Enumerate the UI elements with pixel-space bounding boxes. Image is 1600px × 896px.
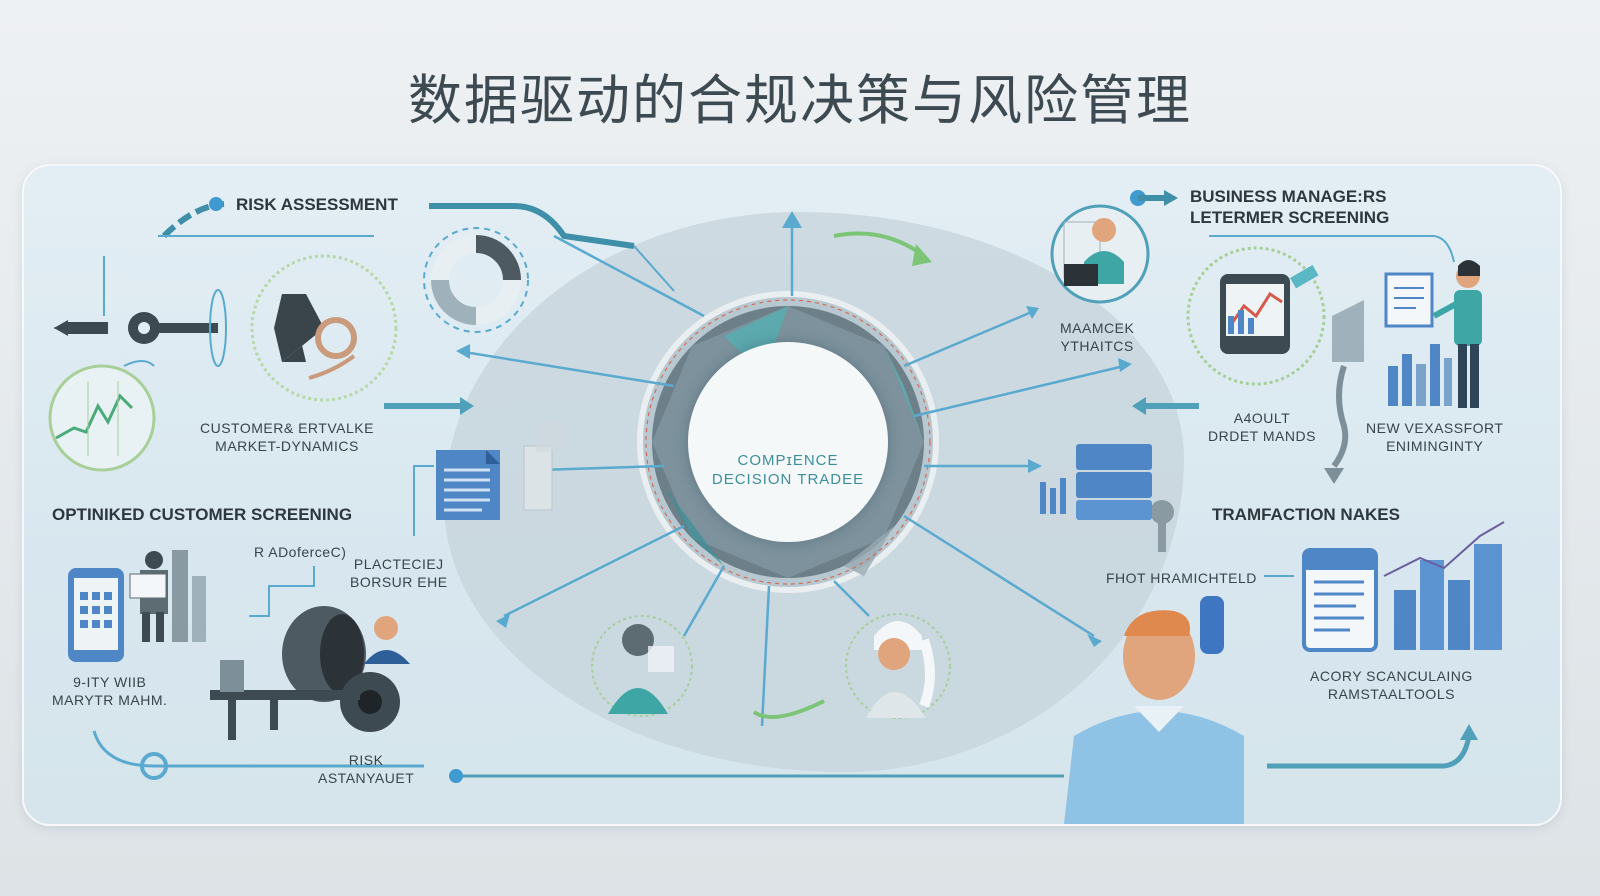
label-placteciej-line1: PLACTECIEJ [353, 556, 444, 572]
hub-spokes [463, 221, 1125, 727]
label-mobile-caption-line1: 9-ITY WIIB [73, 674, 147, 690]
hub-label-line1: COMPɪENCE [737, 452, 839, 469]
label-placteciej-line2: BORSUR EHE [350, 573, 448, 590]
airplane-icon [209, 254, 398, 402]
label-risk-bottom-line1: RISK [348, 752, 384, 768]
presenter-icon [1384, 260, 1482, 408]
label-acory-line1: ACORY SCANCULAING [1310, 668, 1473, 684]
person-laptop-icon [1050, 204, 1150, 304]
person-bust-icon [845, 613, 951, 719]
city-chart-icon [1302, 521, 1505, 652]
label-business-managers: BUSINESS MANAGE:RS LETERMER SCREENING [1190, 186, 1389, 229]
label-placteciej: PLACTECIEJ BORSUR EHE [350, 556, 448, 591]
label-r-adoferce: R ADoferceC) [254, 544, 347, 560]
label-business-managers-line2: LETERMER SCREENING [1190, 208, 1390, 228]
page-title: 数据驱动的合规决策与风险管理 [408, 69, 1192, 132]
machine-icon [210, 606, 410, 740]
label-maamcek: MAAMCEK YTHAITCS [1060, 320, 1134, 355]
label-new-vexassfort-line2: ENIMINGINTY [1386, 437, 1484, 454]
label-fhot: FHOT HRAMICHTELD [1106, 570, 1257, 586]
hub-label-line2: DECISION TRADEE [711, 470, 865, 488]
label-customer-market-line2: MARKET-DYNAMICS [215, 437, 359, 454]
label-mobile-caption: 9-ITY WIIB MARYTR MAHM. [52, 674, 167, 709]
label-risk-bottom-line2: ASTANYAUET [318, 769, 415, 786]
label-customer-market-line1: CUSTOMER& ERTVALKE [200, 420, 374, 436]
label-audit-line2: DRDET MANDS [1208, 427, 1316, 444]
person-avatar-icon [591, 615, 693, 717]
tablet-chart-icon [1186, 246, 1326, 386]
label-maamcek-line2: YTHAITCS [1060, 337, 1134, 354]
label-risk-bottom: RISK ASTANYAUET [318, 752, 414, 787]
ring-icon [308, 317, 357, 380]
donut-chart-icon [423, 227, 529, 333]
label-audit-line1: A4OULT [1233, 410, 1291, 426]
label-new-vexassfort: NEW VEXASSFORT ENIMINGINTY [1366, 420, 1503, 455]
label-audit: A4OULT DRDET MANDS [1208, 410, 1316, 445]
document-icon [436, 422, 566, 520]
label-acory: ACORY SCANCULAING RAMSTAALTOOLS [1310, 668, 1473, 703]
label-optimized-screening: OPTINIKED CUSTOMER SCREENING [52, 505, 353, 524]
diagram-panel: COMPɪENCE DECISION TRADEE RISK ASSESSMEN… [22, 164, 1562, 826]
server-stack-icon [1040, 444, 1152, 520]
bar-chart-icon [1388, 344, 1452, 406]
label-acory-line2: RAMSTAALTOOLS [1327, 685, 1455, 702]
label-transaction: TRAMFACTION NAKES [1212, 505, 1400, 524]
central-hub: COMPɪENCE DECISION TRADEE [688, 342, 888, 542]
hub-label: COMPɪENCE DECISION TRADEE [688, 452, 888, 490]
label-new-vexassfort-line1: NEW VEXASSFORT [1366, 420, 1504, 436]
cog-icon [1150, 300, 1364, 552]
label-mobile-caption-line2: MARYTR MAHM. [52, 691, 168, 708]
label-customer-market: CUSTOMER& ERTVALKE MARKET-DYNAMICS [200, 420, 374, 455]
line-chart-icon [48, 364, 156, 472]
label-risk-assessment: RISK ASSESSMENT [236, 195, 398, 214]
label-business-managers-line1: BUSINESS MANAGE:RS [1190, 187, 1387, 206]
label-maamcek-line1: MAAMCEK [1060, 320, 1135, 336]
mobile-device-icon [68, 550, 206, 662]
person-large-icon [1064, 596, 1244, 824]
gear-key-icon [54, 312, 218, 344]
